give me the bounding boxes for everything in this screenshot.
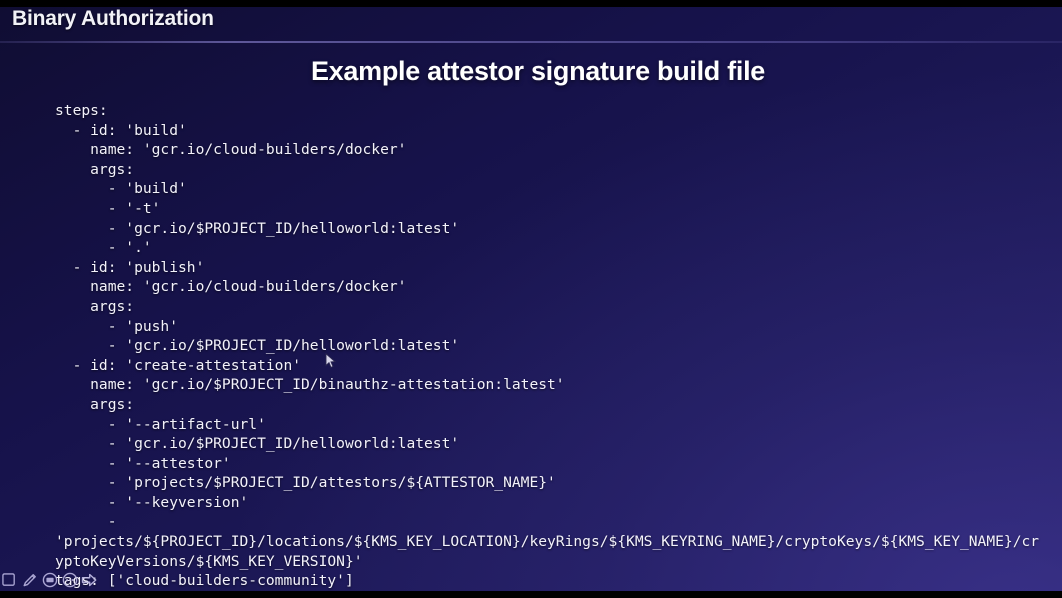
code-line: - id: 'build' xyxy=(55,121,187,139)
caption-icon[interactable] xyxy=(40,571,59,590)
code-line: - 'projects/$PROJECT_ID/attestors/${ATTE… xyxy=(55,474,556,492)
letterbox-top-bar xyxy=(0,0,1062,7)
letterbox-bottom-bar xyxy=(0,591,1062,598)
deck-title: Binary Authorization xyxy=(12,7,214,30)
code-line: - '.' xyxy=(55,239,152,257)
code-block: steps: - id: 'build' name: 'gcr.io/cloud… xyxy=(55,101,1045,591)
header-divider xyxy=(0,41,1062,43)
code-line: - id: 'publish' xyxy=(55,258,205,276)
code-line: - 'build' xyxy=(55,180,187,198)
code-line: - '--attestor' xyxy=(55,454,231,472)
code-line: steps: xyxy=(55,102,108,119)
code-line: name: 'gcr.io/$PROJECT_ID/binauthz-attes… xyxy=(55,376,565,394)
slide-heading: Example attestor signature build file xyxy=(310,56,765,86)
code-line: - id: 'create-attestation' xyxy=(55,356,302,374)
code-line: 'projects/${PROJECT_ID}/locations/${KMS_… xyxy=(55,533,1040,570)
code-line: name: 'gcr.io/cloud-builders/docker' xyxy=(55,141,407,159)
slide-header: Binary Authorization xyxy=(0,7,1062,41)
code-line: - 'gcr.io/$PROJECT_ID/helloworld:latest' xyxy=(55,435,460,453)
code-line: args: xyxy=(55,297,135,315)
more-options-icon[interactable] xyxy=(60,571,79,590)
code-line: - '--keyversion' xyxy=(55,493,249,511)
code-line: - xyxy=(55,513,117,531)
code-line: name: 'gcr.io/cloud-builders/docker' xyxy=(55,278,407,296)
code-line: - 'gcr.io/$PROJECT_ID/helloworld:latest' xyxy=(55,337,460,355)
code-line: tags: ['cloud-builders-community'] xyxy=(55,572,354,590)
presenter-toolbar[interactable] xyxy=(0,569,99,591)
code-line: - '--artifact-url' xyxy=(55,415,266,433)
code-line: args: xyxy=(55,160,135,178)
next-slide-arrow-icon[interactable] xyxy=(80,571,99,590)
code-line: - 'push' xyxy=(55,317,179,335)
code-line: - 'gcr.io/$PROJECT_ID/helloworld:latest' xyxy=(55,219,460,237)
code-line: - '-t' xyxy=(55,199,161,217)
code-line: args: xyxy=(55,395,135,413)
slide-canvas: Binary Authorization Example attestor si… xyxy=(0,7,1062,591)
pen-icon[interactable] xyxy=(20,571,39,590)
cursor-pointer-icon[interactable] xyxy=(0,571,19,590)
